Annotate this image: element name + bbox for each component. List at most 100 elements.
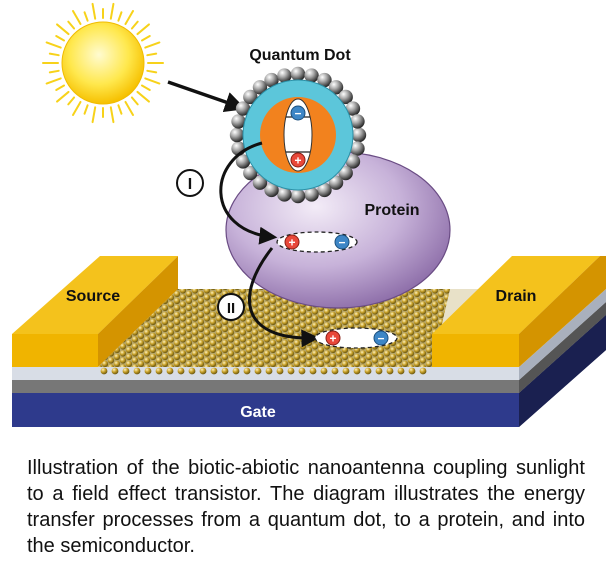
lattice-atom xyxy=(133,367,141,375)
lattice-atom xyxy=(331,367,339,375)
lattice-atom xyxy=(386,367,394,375)
sun-ray xyxy=(124,100,134,116)
lattice-atom xyxy=(342,367,350,375)
ligand-sphere xyxy=(243,89,258,105)
ligand-sphere xyxy=(231,114,246,129)
transfer-arrow-one xyxy=(219,141,278,245)
ligand-sphere xyxy=(328,80,344,95)
lattice-atom xyxy=(188,367,196,375)
lattice-atom xyxy=(177,367,185,375)
step-one-marker: I xyxy=(176,169,204,197)
sun-ray xyxy=(146,52,158,57)
sun-ray xyxy=(146,69,158,74)
sun-ray xyxy=(56,23,70,36)
lattice-atom xyxy=(221,367,229,375)
drain-label: Drain xyxy=(496,288,537,305)
lattice-atom xyxy=(408,367,416,375)
source-label: Source xyxy=(66,288,120,305)
transfer-arrow-two xyxy=(248,247,320,348)
semiconductor-hole: + xyxy=(325,330,341,346)
ligand-sphere xyxy=(235,154,251,169)
nanoantenna-diagram: I II − + + − + − Quantum Dot Protein Sou… xyxy=(12,2,606,427)
sun-ray xyxy=(72,100,82,116)
protein xyxy=(225,151,451,309)
ligand-sphere xyxy=(252,175,268,190)
lattice-atom xyxy=(210,367,218,375)
lattice-atom xyxy=(100,367,108,375)
sun-ray xyxy=(45,77,62,85)
lattice-atom xyxy=(309,367,317,375)
sun-ray xyxy=(45,41,62,49)
ligand-sphere xyxy=(351,127,367,143)
svg-text:II: II xyxy=(227,300,235,317)
lattice-atom xyxy=(144,367,152,375)
lattice-atom xyxy=(243,367,251,375)
sun-ray xyxy=(83,11,89,22)
protein-electron: − xyxy=(334,234,350,250)
svg-text:I: I xyxy=(188,176,192,193)
lattice-atom xyxy=(364,367,372,375)
step-two-marker: II xyxy=(217,293,245,321)
sun-ray xyxy=(117,104,123,115)
lattice-atom xyxy=(166,367,174,375)
ligand-sphere xyxy=(290,66,306,82)
sun-ray xyxy=(91,2,97,20)
lattice-atom xyxy=(254,367,262,375)
ligand-sphere xyxy=(290,188,306,204)
sun-ray xyxy=(67,96,76,106)
lattice-atom xyxy=(397,367,405,375)
lattice-atom xyxy=(199,367,207,375)
svg-text:+: + xyxy=(329,332,336,346)
sun-ray xyxy=(83,104,89,115)
sun-ray xyxy=(48,52,60,57)
sun-ray xyxy=(67,20,76,30)
ligand-sphere xyxy=(264,72,279,88)
sunlight-arrow xyxy=(167,80,246,113)
lattice-atom xyxy=(353,367,361,375)
ligand-sphere xyxy=(229,127,245,143)
svg-text:+: + xyxy=(294,154,301,168)
sun-ray xyxy=(140,84,151,91)
lattice-atom xyxy=(122,367,130,375)
svg-text:−: − xyxy=(377,332,384,346)
source-electrode xyxy=(12,256,178,367)
lattice-atom xyxy=(276,367,284,375)
sun-ray xyxy=(109,106,115,124)
sun-ray xyxy=(144,41,161,49)
sun-ray xyxy=(144,77,161,85)
lattice-atom xyxy=(298,367,306,375)
drain-electrode xyxy=(432,256,606,367)
protein-hole: + xyxy=(284,234,300,250)
lattice-atom xyxy=(287,367,295,375)
svg-text:−: − xyxy=(294,107,301,121)
quantum-dot xyxy=(229,66,367,204)
ligand-sphere xyxy=(345,101,361,116)
ligand-sphere xyxy=(350,141,365,156)
lattice-atom xyxy=(232,367,240,375)
ligand-sphere xyxy=(277,187,292,202)
ligand-sphere xyxy=(252,80,268,95)
sun-ray xyxy=(48,69,60,74)
ligand-sphere xyxy=(350,114,365,129)
sun-ray xyxy=(91,106,97,124)
sun-ray xyxy=(72,10,82,26)
quantum-dot-label: Quantum Dot xyxy=(249,47,351,64)
sun-ray xyxy=(117,11,123,22)
ligand-sphere xyxy=(277,68,292,83)
lattice-atom xyxy=(419,367,427,375)
sun-ray xyxy=(140,35,151,42)
sun-ray xyxy=(136,90,150,103)
ligand-sphere xyxy=(338,165,353,181)
ligand-sphere xyxy=(235,101,251,116)
svg-text:+: + xyxy=(288,236,295,250)
gate-label: Gate xyxy=(240,404,276,421)
qd-electron: − xyxy=(290,105,306,121)
lattice-atom xyxy=(155,367,163,375)
sun xyxy=(42,2,164,124)
ligand-sphere xyxy=(317,182,332,198)
qd-hole: + xyxy=(290,152,306,168)
sun-ray xyxy=(124,10,134,26)
svg-text:−: − xyxy=(338,236,345,250)
transistor-device xyxy=(12,256,606,427)
sun-ray xyxy=(55,84,66,91)
